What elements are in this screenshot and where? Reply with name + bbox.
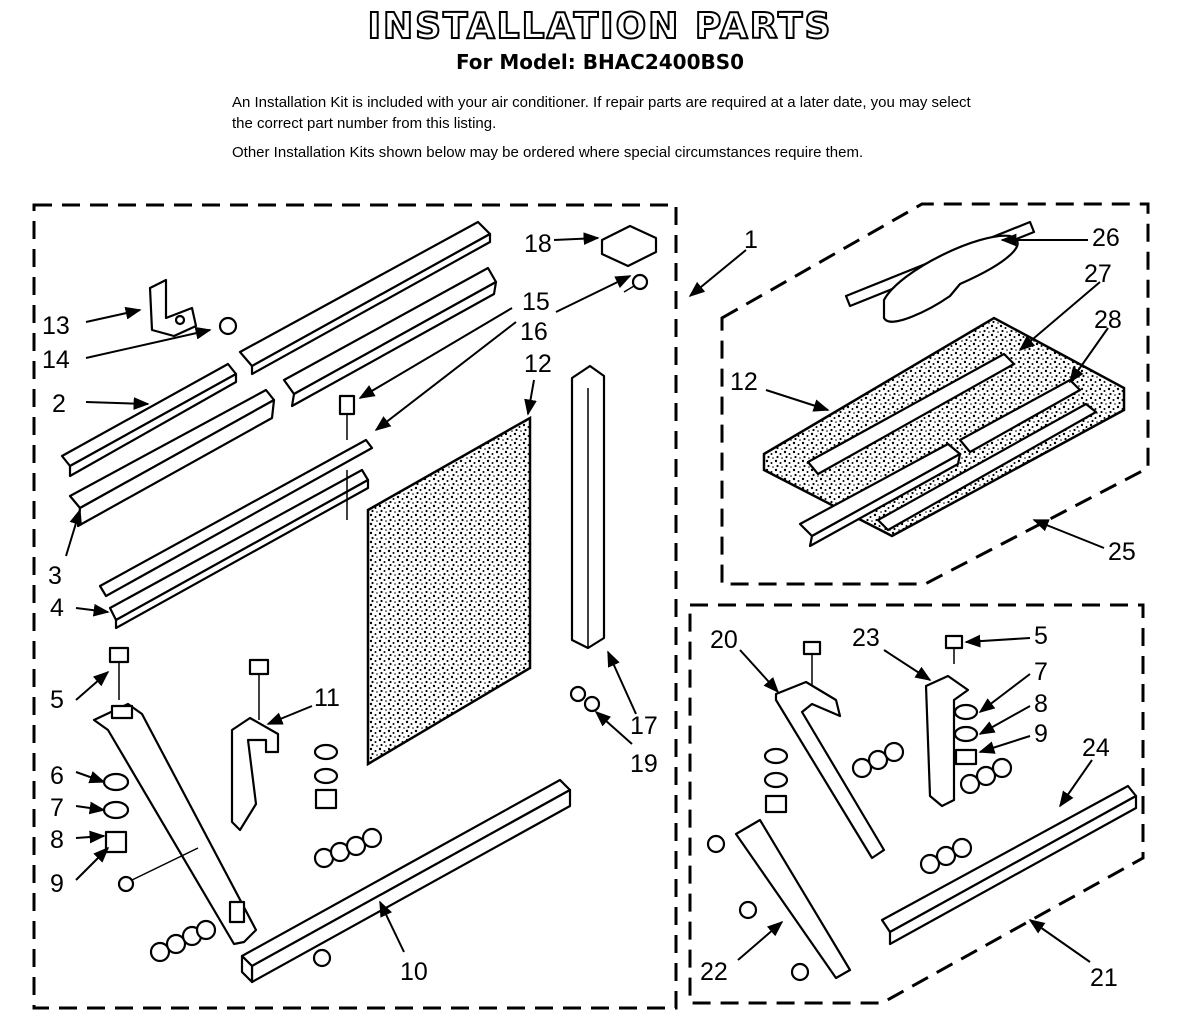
callout-9: 9 [50, 870, 64, 898]
screw-left-small [117, 847, 199, 893]
callout-24: 24 [1082, 734, 1110, 762]
foam-panel-kit-25 [762, 316, 1126, 538]
bottom-rail-4 [108, 468, 370, 630]
callout-8: 8 [50, 826, 64, 854]
support-arm-6 [92, 702, 258, 946]
nut-stack-center [313, 827, 383, 869]
callout-23: 23 [852, 624, 880, 652]
foam-block-18 [600, 224, 658, 268]
callout-28: 28 [1094, 306, 1122, 334]
callout-17: 17 [630, 712, 658, 740]
callout-27: 27 [1084, 260, 1112, 288]
callout-13: 13 [42, 312, 70, 340]
callout-15: 15 [522, 288, 550, 316]
channel-27 [806, 352, 1016, 476]
bracket-13 [148, 278, 198, 338]
optional-kits-note: Other Installation Kits shown below may … [232, 144, 864, 161]
side-rail-2 [60, 362, 238, 478]
callout-14: 14 [42, 346, 70, 374]
callout-20: 21 [1090, 964, 1118, 992]
callout-19: 19 [630, 750, 658, 778]
callout-22: 22 [700, 958, 728, 986]
callout-9-kit-20: 9 [1034, 720, 1048, 748]
sill-rail-10 [240, 778, 572, 984]
callout-16: 16 [520, 318, 548, 346]
callout-6: 6 [50, 762, 64, 790]
seal-loop-26 [882, 234, 1019, 323]
bolt-5-kit-20 [944, 634, 964, 664]
angle-strip [98, 438, 374, 598]
bracket-23 [924, 674, 970, 808]
kit-25-boundary [720, 202, 1150, 586]
top-channel-gasket [282, 266, 498, 408]
bracket-21 [774, 680, 886, 860]
screw-bottom-small [312, 948, 332, 968]
screw-14 [218, 316, 238, 336]
support-arm-22 [734, 818, 852, 980]
screw-15 [338, 394, 356, 520]
bolt-5 [108, 646, 130, 700]
kit-20-boundary [688, 603, 1145, 1005]
bolt-kit-20-left [802, 640, 822, 690]
nut-stack-kit-20-right [959, 757, 1013, 795]
channel-28 [958, 378, 1082, 454]
callout-8-kit-20: 8 [1034, 690, 1048, 718]
side-channel-17 [570, 364, 606, 650]
screw-washer-19 [569, 685, 601, 713]
main-kit-boundary [32, 203, 678, 1010]
callout-7-kit-20: 7 [1034, 658, 1048, 686]
callout-10: 10 [400, 958, 428, 986]
callout-25: 25 [1108, 538, 1136, 566]
callout-4: 4 [50, 594, 64, 622]
callout-18: 18 [524, 230, 552, 258]
installation-kit-note: An Installation Kit is included with you… [232, 94, 971, 132]
callout-11: 11 [314, 684, 340, 712]
callout-12-kit-25: 12 [730, 368, 758, 396]
nut-stack-left [149, 919, 217, 963]
callout-12: 12 [524, 350, 552, 378]
callout-5: 5 [50, 686, 64, 714]
screws-kit-20 [706, 834, 810, 982]
washer-stack-11 [313, 743, 339, 810]
page-title: INSTALLATION PARTS [367, 5, 833, 48]
callout-21: 20 [710, 626, 738, 654]
callout-26: 26 [1092, 224, 1120, 252]
washer-stack-7-8-9 [102, 772, 130, 854]
channel-3 [68, 388, 276, 528]
washer-stack-kit-20-left [763, 747, 789, 814]
foam-panel-12 [366, 415, 532, 767]
screw-15-right [623, 273, 649, 293]
callout-3: 3 [48, 562, 62, 590]
callout-7: 7 [50, 794, 64, 822]
nut-stack-kit-20-mid [851, 741, 905, 779]
washer-stack-kit-20-right [953, 703, 979, 766]
top-channel-rail [238, 220, 492, 376]
callout-1: 1 [744, 226, 758, 254]
sill-channel-kit-25 [798, 442, 962, 548]
sill-rail-24 [880, 784, 1138, 946]
bracket-11 [230, 658, 280, 832]
callout-5-kit-20: 5 [1034, 622, 1048, 650]
nut-stack-kit-20-bottom [919, 837, 973, 875]
model-number-line: For Model: BHAC2400BS0 [455, 50, 745, 74]
callout-2: 2 [52, 390, 66, 418]
